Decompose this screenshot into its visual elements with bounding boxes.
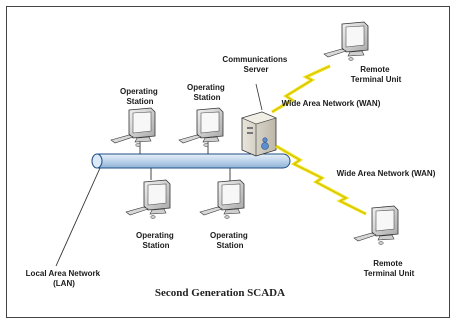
op-bottom-left-label: Operating Station: [136, 231, 176, 250]
op-bottom-right-label: Operating Station: [210, 231, 250, 250]
operating-station-top-left: [110, 107, 156, 147]
lan-label: Local Area Network (LAN): [26, 269, 103, 288]
server-pointer: [255, 83, 263, 111]
operating-station-top-right: [178, 107, 224, 147]
op-top-left-label: Operating Station: [120, 87, 160, 106]
wan-top-label: Wide Area Network (WAN): [282, 99, 381, 108]
operating-station-bottom-right: [199, 179, 245, 219]
rtu-bottom-label: Remote Terminal Unit: [364, 259, 415, 278]
op-top-right-label: Operating Station: [187, 83, 227, 102]
rtu-top-label: Remote Terminal Unit: [351, 65, 402, 84]
communications-server: [241, 111, 277, 157]
remote-terminal-unit-top: [323, 21, 369, 61]
diagram-caption: Second Generation SCADA: [155, 287, 285, 299]
operating-station-bottom-left: [125, 179, 171, 219]
wan-link-top: [271, 64, 331, 114]
wan-link-bottom: [275, 144, 367, 216]
lan-bus: [91, 153, 291, 169]
comm-server-label: Communications Server: [222, 55, 289, 74]
wan-bottom-label: Wide Area Network (WAN): [337, 169, 436, 178]
